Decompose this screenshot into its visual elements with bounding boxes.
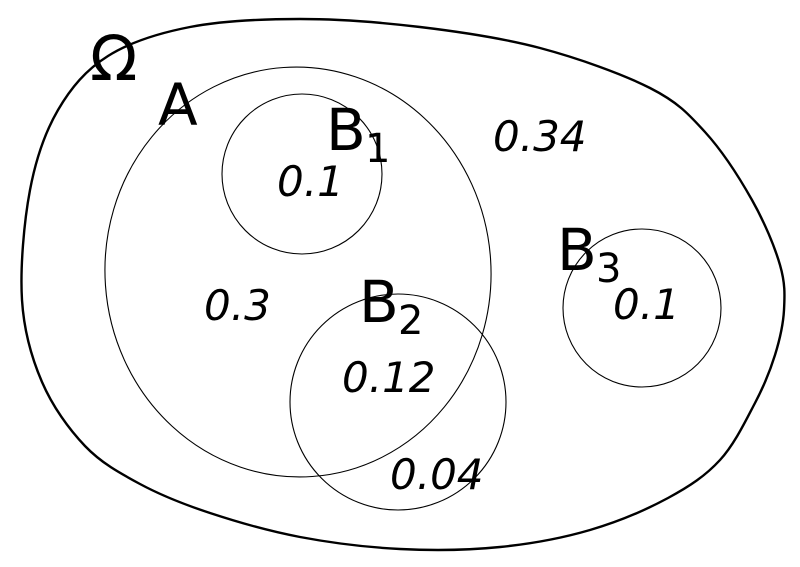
set-b3-label-subscript: 3 xyxy=(596,246,621,292)
value-b2-inside-a: 0.12 xyxy=(342,353,436,402)
value-b1: 0.1 xyxy=(277,157,344,206)
value-a-only: 0.3 xyxy=(204,281,271,330)
value-b3: 0.1 xyxy=(613,280,680,329)
value-outside-sets: 0.34 xyxy=(493,112,587,161)
set-b2-boundary xyxy=(289,293,507,511)
set-b1-label-subscript: 1 xyxy=(365,126,390,172)
omega-label: Ω xyxy=(90,22,137,95)
set-b1-boundary xyxy=(221,93,383,255)
set-b1-label: B xyxy=(326,96,366,164)
omega-sample-space-boundary xyxy=(20,17,786,552)
set-a-boundary xyxy=(104,66,492,478)
set-b3-label: B xyxy=(557,216,597,284)
set-b3-boundary xyxy=(562,228,722,388)
set-a-label: A xyxy=(158,71,198,139)
value-b2-outside-a: 0.04 xyxy=(390,450,484,499)
set-b2-label: B xyxy=(359,268,399,336)
set-b2-label-subscript: 2 xyxy=(398,298,423,344)
